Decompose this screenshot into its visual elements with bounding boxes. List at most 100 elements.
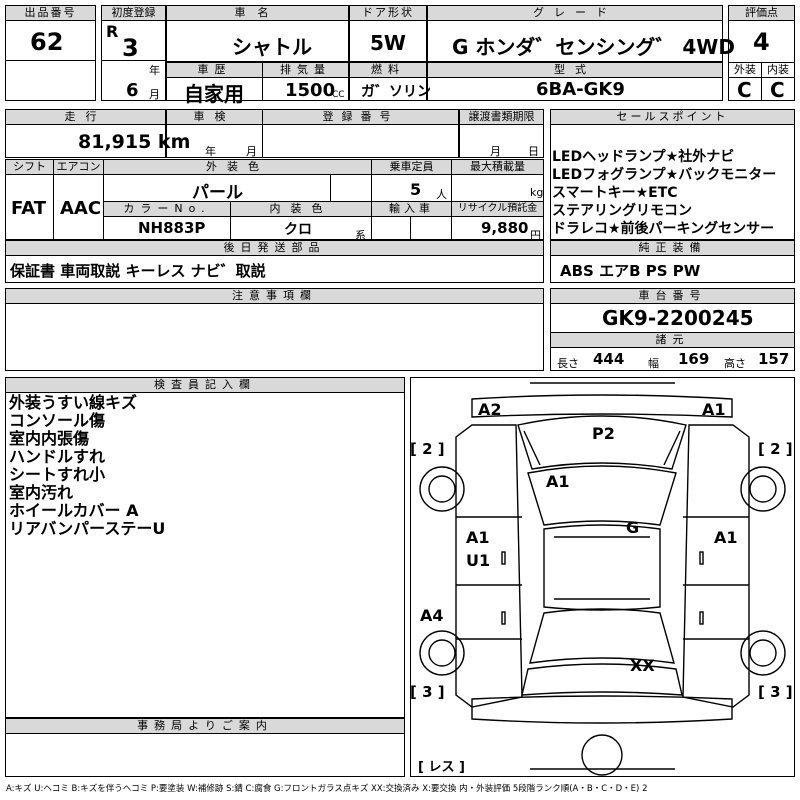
transfer-cell [459,124,544,158]
color-no-label: カラーNo. [103,201,231,217]
int-color: クロ [284,222,312,238]
grade: G ホンダ゛センシング゛ 4WD [452,35,735,59]
tire-label: [ 2 ] [758,440,793,458]
diagram-mark: U1 [466,551,490,570]
inspector-note: 室内汚れ [9,483,74,502]
ac-label: エアコン [53,159,104,175]
dims-cell [550,347,795,371]
recycle: 9,880 [481,219,529,237]
inspector-note: ホイールカバー A [9,501,139,520]
sales-point: LEDヘッドランプ★社外ナビ [552,149,735,165]
mileage: 81,915 km [78,131,191,153]
sales-points-list: LEDヘッドランプ★社外ナビ LEDフォグランプ★バックモニター スマートキー★… [552,148,776,238]
seats-unit: 人 [436,188,447,201]
inspection-label: 車検 [166,109,263,125]
diagram-mark: A4 [420,606,444,625]
year-unit: 年 [149,64,160,77]
ac: AAC [60,198,102,219]
history-label: 車歴 [166,62,263,78]
model: 6BA-GK9 [536,79,625,100]
length: 444 [593,350,625,368]
sales-point: ステアリングリモコン [552,203,692,219]
diagram-mark: A1 [702,400,726,419]
score-label: 評価点 [728,5,795,21]
recycle-label: リサイクル預託金 [451,201,544,217]
diagram-mark: A1 [466,528,490,547]
width: 169 [678,350,710,368]
inspector-note: シートすれ小 [9,465,106,484]
displacement: 1500 [285,80,336,101]
score: 4 [753,28,770,56]
grade-label: グレード [427,5,723,21]
door: 5W [370,31,406,55]
displacement-label: 排気量 [262,62,349,78]
reg-month: 6 [126,80,139,101]
load-label: 最大積載量 [451,159,544,175]
inspector-note: ハンドルすれ [9,447,106,466]
lot-number: 62 [30,28,64,56]
inspector-note: コンソール傷 [9,411,106,430]
width-label: 幅 [648,357,659,370]
shift: FAT [11,198,47,219]
later-parts: 保証書 車両取説 キーレス ナビ゛取説 [10,262,266,280]
int-color-unit: 系 [355,229,366,242]
ext-grade: C [737,78,752,102]
fuel-label: 燃料 [349,62,427,78]
tire-label: [ 3 ] [410,683,445,701]
equipment-cell [550,255,795,283]
month-divider [101,60,166,61]
fuel: ガ゛ソリン [361,84,431,100]
car-name: シャトル [232,35,312,59]
sales-point: LEDフォグランプ★バックモニター [552,167,777,183]
door-cell [349,20,427,62]
color-subcell [330,174,372,202]
transfer-day-unit: 日 [528,145,539,158]
model-cell [427,77,723,101]
inspector-note: リアバンパーステーU [9,519,166,538]
sales-point: ドラレコ★前後パーキングセンサー [552,221,775,237]
dims-label: 諸元 [550,332,795,348]
car-diagram: A2 A1 P2 A1 G A1 U1 A1 A4 XX [ 2 ] [ 2 ]… [410,382,793,776]
sales-points-cell [550,124,795,240]
office-label: 事務局よりご案内 [5,718,405,734]
color: パール [192,183,243,203]
recycle-cell [451,216,544,240]
insp-month-unit: 月 [246,145,257,158]
tire-label: [ 2 ] [410,440,445,458]
shift-label: シフト [5,159,54,175]
later-parts-label: 後日発送部品 [5,240,544,256]
equipment: ABS エアB PS PW [560,262,701,280]
reg-number-cell [262,124,459,158]
seats-label: 乗車定員 [371,159,452,175]
legend: A:キズ U:ヘコミ B:キズを伴うヘコミ P:要塗装 W:補修跡 S:錆 C:… [6,784,648,794]
spare-tire-label: [ レス ] [418,760,465,775]
lot-label: 出品番号 [5,5,96,21]
inspector-note: 室内内張傷 [9,429,90,448]
tire-label: [ 3 ] [758,683,793,701]
fuel-cell [349,77,427,101]
recycle-unit: 円 [530,229,541,242]
mileage-cell [5,124,166,158]
int-label: 内装 [761,62,795,78]
notes-cell [5,303,544,371]
sales-points-label: セールスポイント [550,109,795,125]
grade-cell [427,20,723,62]
door-label: ドア形状 [349,5,427,21]
diagram-mark: XX [630,656,655,675]
history: 自家用 [184,82,244,106]
length-label: 長さ [557,357,579,370]
lot-divider [5,60,96,101]
sales-point: スマートキー★ETC [552,185,678,201]
inspector-cell [5,392,405,718]
first-reg-label: 初度登録 [101,5,166,21]
model-label: 型式 [427,62,723,78]
cc-unit: CC [332,90,345,100]
height-label: 高さ [724,357,746,370]
diagram-mark: A1 [714,528,738,547]
transfer-month-unit: 月 [490,145,501,158]
color-label: 外装色 [103,159,372,175]
transfer-label: 譲渡書類期限 [459,109,544,125]
diagram-mark: P2 [592,424,615,443]
car-name-label: 車名 [166,5,349,21]
later-parts-cell [5,255,544,283]
